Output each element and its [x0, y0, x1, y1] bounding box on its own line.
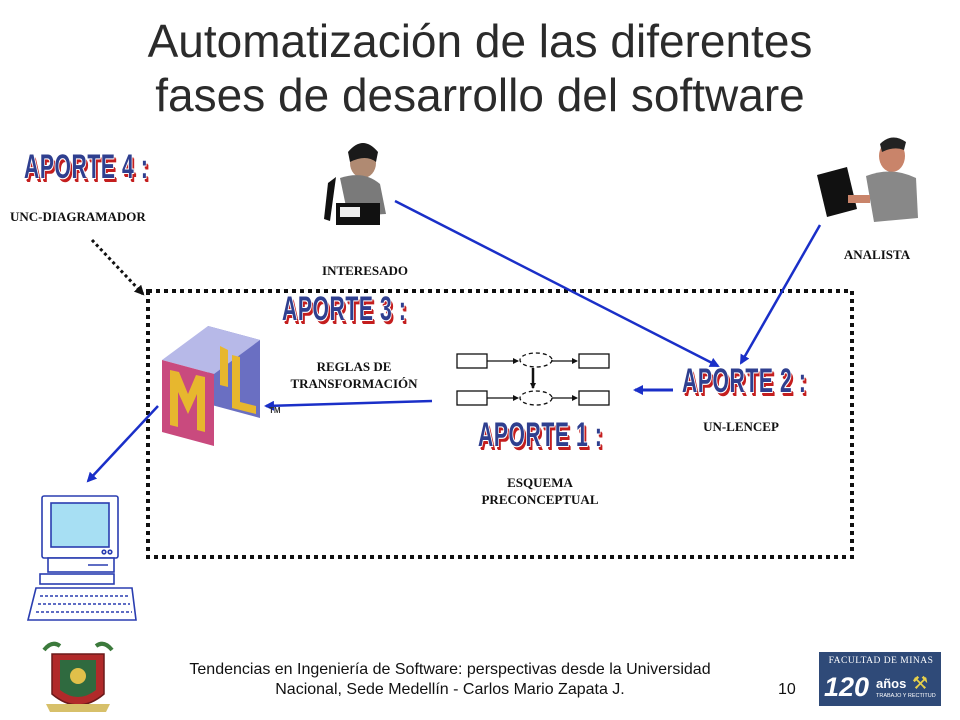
uml-trademark: TM: [269, 406, 281, 415]
crossed-tools-icon: ⚒: [912, 673, 929, 693]
arrow-reglas-to-uml: [264, 399, 433, 411]
esquema-preconceptual-label: ESQUEMA PRECONCEPTUAL: [450, 474, 630, 508]
faculty-name: FACULTAD DE MINAS: [828, 656, 934, 666]
aporte-1-banner: APORTE 1 :: [478, 416, 603, 454]
page-number: 10: [778, 681, 796, 698]
page-title: Automatización de las diferentes fases d…: [0, 14, 960, 122]
footer-line-2: Nacional, Sede Medellín - Carlos Mario Z…: [275, 681, 625, 698]
arrow-interesado-to-lencep: [394, 199, 720, 368]
uml-logo-icon: [162, 326, 260, 446]
un-lencep-label: UN-LENCEP: [703, 419, 779, 434]
analista-person-icon: [817, 137, 918, 222]
aporte-3-banner: APORTE 3 :: [282, 290, 407, 328]
arrow-uml-to-computer: [86, 405, 159, 483]
reglas-transformacion-label: REGLAS DE TRANSFORMACIÓN: [264, 358, 444, 392]
esquema-line-1: ESQUEMA: [507, 475, 573, 490]
anos-word: años: [876, 676, 907, 691]
analista-label: ANALISTA: [843, 247, 911, 262]
footer-line-1: Tendencias en Ingeniería de Software: pe…: [189, 661, 711, 678]
esquema-line-2: PRECONCEPTUAL: [481, 492, 599, 507]
unc-diagramador-label: UNC-DIAGRAMADOR: [10, 209, 146, 224]
preconceptual-schema-icon: [456, 352, 610, 406]
dotted-frame: [146, 289, 854, 559]
footer-text: Tendencias en Ingeniería de Software: pe…: [120, 660, 780, 700]
arrow-analista-to-lencep: [739, 224, 822, 365]
interesado-person-icon: [324, 143, 386, 225]
anos-tagline: TRABAJO Y RECTITUD: [876, 693, 936, 699]
interesado-label: INTERESADO: [322, 263, 408, 278]
reglas-line-1: REGLAS DE: [316, 359, 392, 374]
aporte-2-banner: APORTE 2 :: [682, 362, 807, 400]
dotted-arrow-unc: [90, 238, 145, 296]
university-crest-icon: [42, 641, 114, 712]
aporte-4-banner: APORTE 4 :: [24, 148, 149, 186]
title-line-1: Automatización de las diferentes: [147, 15, 813, 67]
computer-icon: [26, 495, 137, 621]
title-line-2: fases de desarrollo del software: [155, 69, 805, 121]
reglas-line-2: TRANSFORMACIÓN: [290, 376, 418, 391]
anos-number: 120: [824, 672, 870, 702]
faculty-logo: [819, 652, 941, 706]
